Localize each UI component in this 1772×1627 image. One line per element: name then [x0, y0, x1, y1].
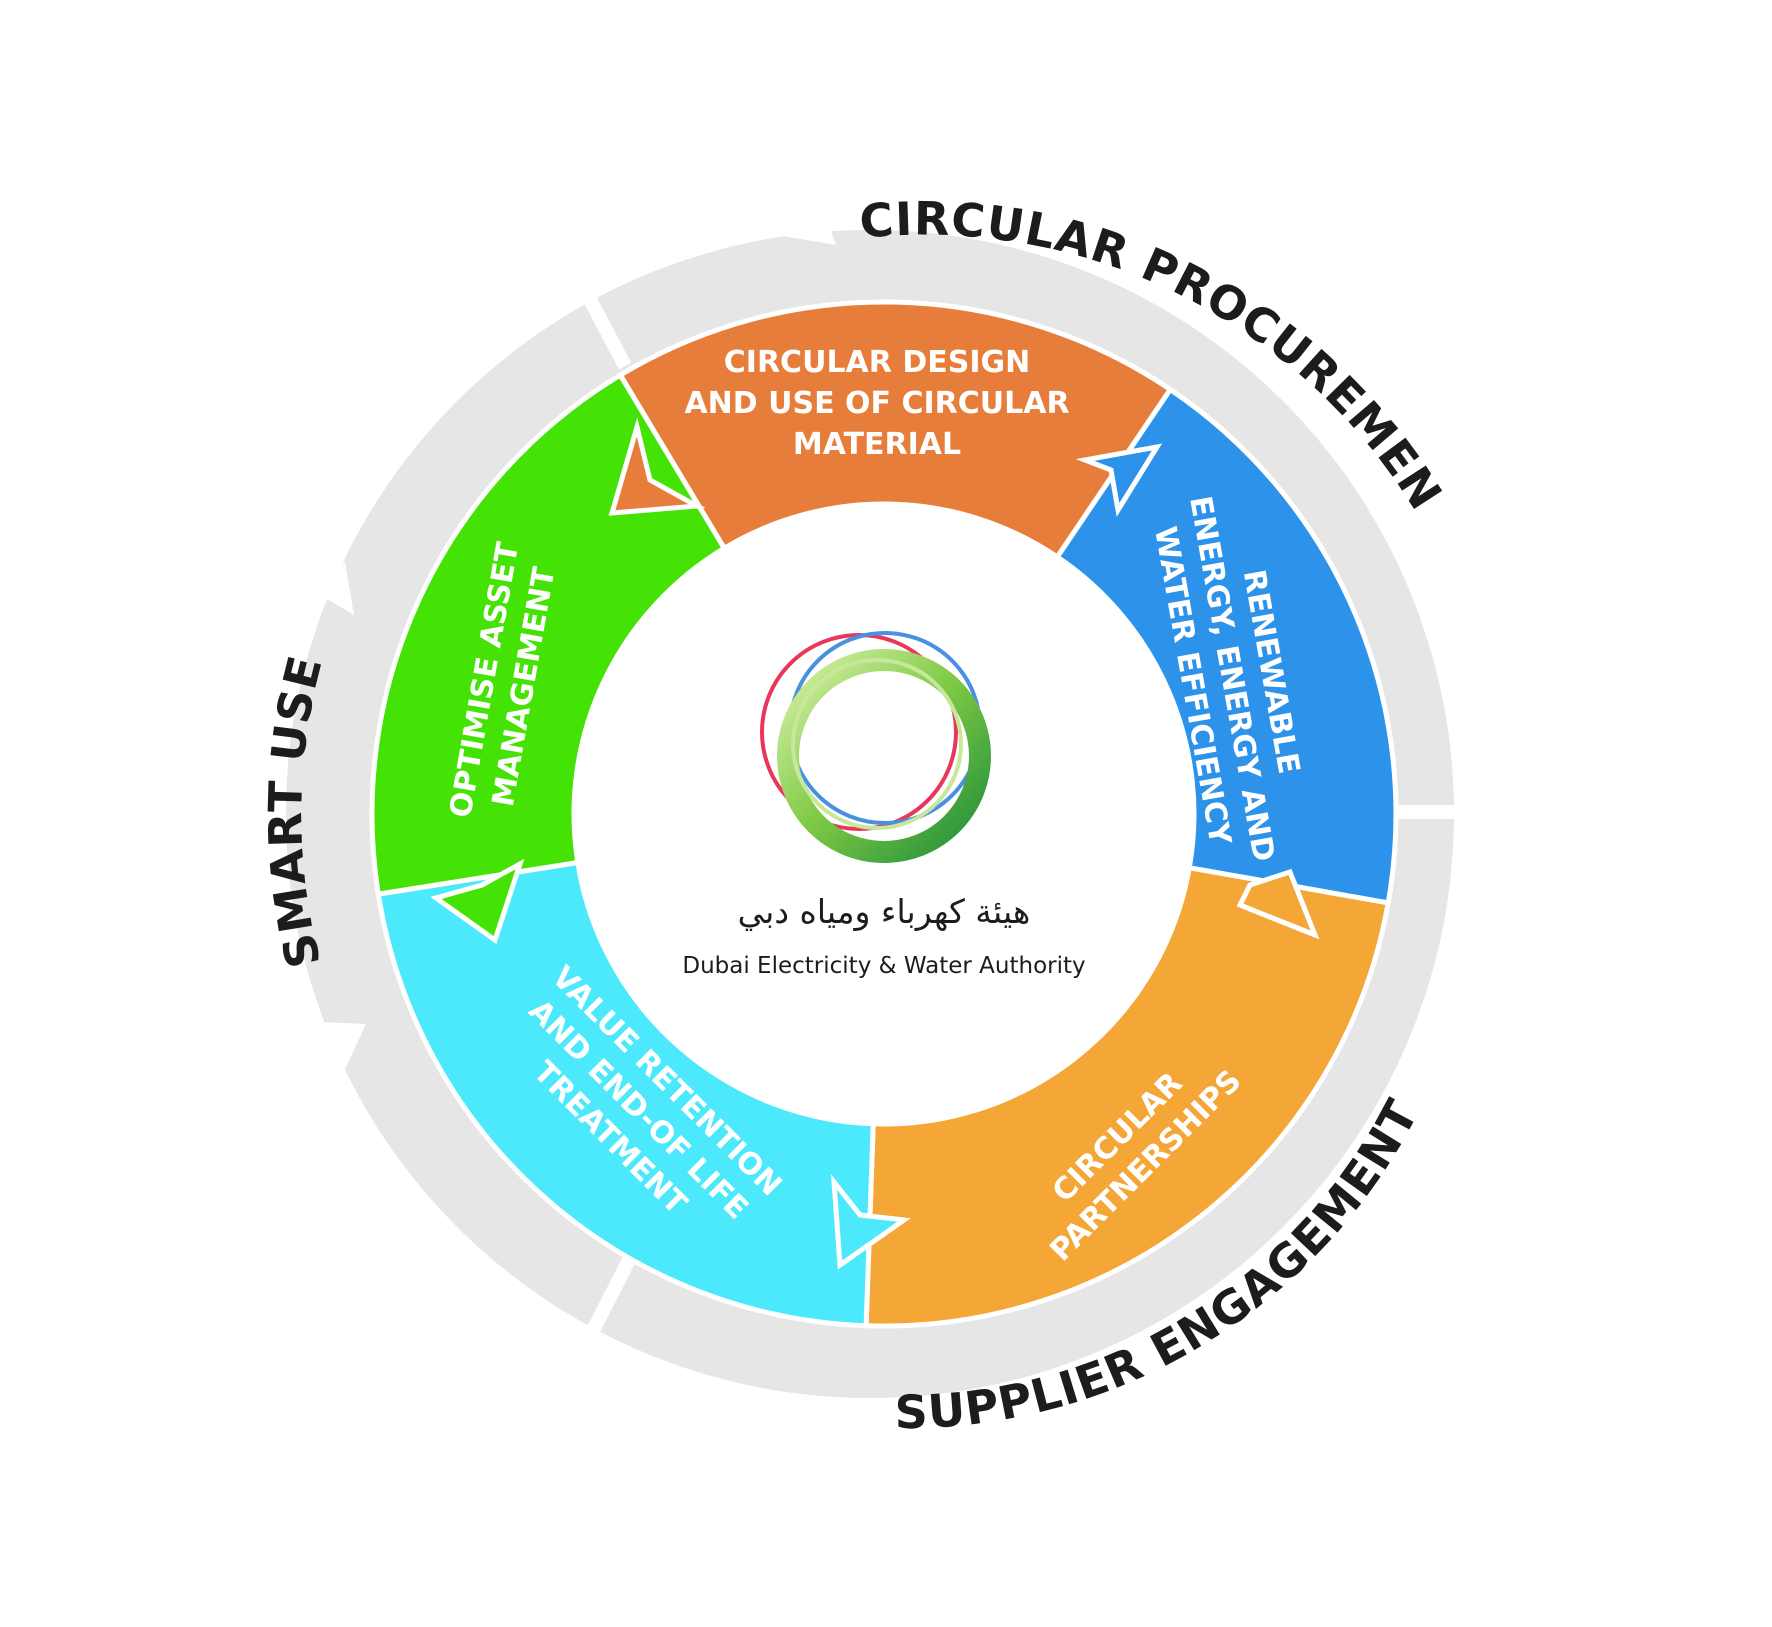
label-smart-user: SMART USER — [0, 0, 333, 973]
inner-ring-arrows — [430, 417, 1320, 1270]
logo-ring-inner — [791, 658, 963, 830]
inner-arrow-icon-4 — [830, 1174, 911, 1270]
outer-arrow-icon-2 — [1386, 540, 1433, 615]
segment-renewable-energy — [1053, 386, 1399, 906]
outer-arrow-icon-3 — [1398, 1025, 1445, 1090]
label-smart-user-path: SMART USER — [0, 0, 332, 973]
outer-ring-arrows — [298, 194, 1445, 1470]
segment-label-line: AND USE OF CIRCULAR — [684, 386, 1069, 421]
segment-circular-design — [616, 299, 1174, 561]
segment-circular-partnerships — [863, 864, 1392, 1329]
outer-arrow-icon-6 — [300, 562, 354, 615]
inner-arrow-icon-2 — [1075, 443, 1163, 517]
dewa-logo: هيئة كهرباء ومياه دبي Dubai Electricity … — [682, 631, 1086, 979]
logo-name-arabic: هيئة كهرباء ومياه دبي — [738, 892, 1031, 931]
outer-ring-divider-top — [548, 229, 632, 370]
inner-arrow-icon-5 — [430, 858, 525, 945]
segment-value-retention — [375, 859, 876, 1329]
segment-label-line: CIRCULAR DESIGN — [724, 345, 1030, 380]
logo-name-english: Dubai Electricity & Water Authority — [682, 953, 1085, 979]
outer-ring-divider-bottom — [553, 1254, 637, 1399]
outer-arrow-icon-4 — [814, 1400, 862, 1470]
segment-label-circular-design: CIRCULAR DESIGN AND USE OF CIRCULAR MATE… — [684, 345, 1069, 462]
segment-label-line: MATERIAL — [793, 427, 961, 462]
outer-arrow-icon-1 — [770, 194, 836, 245]
inner-arrow-icon-1 — [608, 417, 706, 516]
inner-arrow-icon-3 — [1236, 868, 1320, 940]
outer-arrow-icon-5 — [298, 1021, 366, 1080]
